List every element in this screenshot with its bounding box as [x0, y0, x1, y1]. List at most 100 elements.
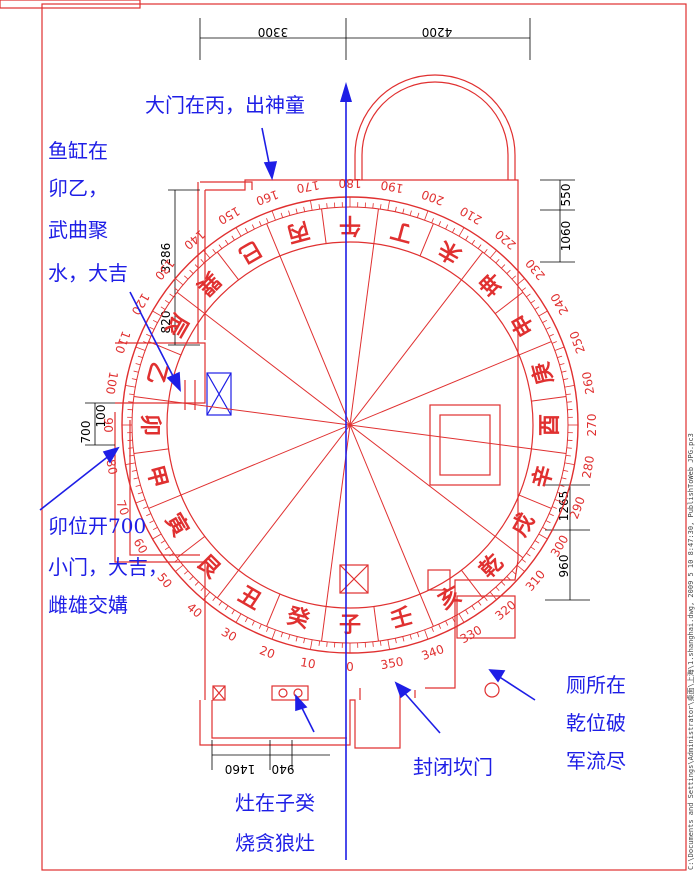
compass-tick [244, 617, 249, 623]
compass-tick [409, 634, 412, 640]
compass-degree-label: 40 [184, 600, 205, 621]
compass-tick [521, 287, 526, 292]
compass-degree-label: 210 [458, 204, 485, 228]
compass-tick [149, 326, 155, 330]
compass-degree-label: 170 [295, 178, 320, 196]
compass-degree-label: 340 [420, 642, 446, 663]
compass-tick [431, 218, 434, 224]
annotation-stove-line1: 灶在子癸 [235, 791, 315, 815]
compass-tick [565, 393, 571, 396]
compass-degree-label: 70 [113, 498, 131, 517]
annotation-main-door: 大门在丙，出神童 [145, 93, 305, 117]
compass-tick [212, 249, 217, 254]
compass-tick [251, 224, 255, 230]
floor-plan-walls [0, 0, 519, 749]
compass-tick [288, 634, 291, 640]
compass-tick [554, 499, 565, 504]
compass-degree-label: 310 [523, 567, 548, 594]
compass-tick [526, 293, 531, 298]
compass-sector-divider [176, 536, 206, 559]
compass-tick [318, 640, 321, 646]
dim-550: 550 [559, 184, 573, 207]
compass-tick [409, 210, 412, 216]
compass-tick [303, 638, 306, 644]
compass-tick [266, 218, 269, 224]
dim-960: 960 [557, 555, 571, 578]
compass-tick [530, 546, 536, 551]
compass-mountain-glyph: 申 [506, 309, 540, 341]
compass-tick [557, 491, 563, 495]
compass-tick [295, 208, 298, 214]
compass-tick [203, 250, 211, 259]
compass-sector-divider [216, 251, 239, 281]
compass-tick [164, 546, 170, 551]
compass-tick [458, 227, 465, 237]
compass-sector-divider [266, 593, 281, 627]
compass-tick [271, 629, 276, 640]
compass-tick [125, 462, 136, 465]
compass-tick [288, 210, 291, 216]
compass-degree-label: 20 [258, 643, 277, 661]
compass-mountain-glyph: 乙 [141, 359, 172, 387]
compass-tick [149, 520, 155, 524]
compass-degree-label: 130 [152, 256, 177, 283]
compass-tick [194, 581, 199, 586]
dim-1060: 1060 [559, 221, 573, 252]
compass-tick [506, 269, 511, 274]
compass-sector-divider [148, 341, 182, 356]
compass-degree-label: 100 [103, 370, 121, 395]
drawing-frame [41, 3, 687, 871]
annotation-toilet-line1: 厕所在 [566, 673, 626, 697]
compass-degree-label: 60 [131, 536, 151, 556]
compass-tick [471, 239, 476, 245]
compass-tick [521, 558, 526, 563]
compass-tick [174, 287, 179, 292]
compass-tick [564, 462, 575, 465]
compass-tick [251, 620, 255, 626]
compass-tick [175, 278, 184, 286]
compass-inner-ring [166, 241, 534, 609]
compass-tick [559, 363, 565, 366]
compass-tick [152, 319, 158, 324]
compass-tick [451, 227, 456, 233]
compass-tick [542, 526, 548, 531]
compass-tick [424, 629, 429, 640]
compass-tick [477, 244, 482, 249]
compass-tick [235, 227, 242, 237]
compass-tick [483, 596, 488, 601]
compass-sector-divider [266, 223, 281, 257]
compass-sector-divider [531, 396, 567, 402]
compass-tick [152, 310, 162, 317]
compass-sector-divider [461, 251, 484, 281]
compass-tick [379, 640, 382, 646]
compass-tick [424, 210, 429, 221]
compass-tick [451, 617, 456, 623]
compass-tick [394, 206, 397, 212]
compass-tick [131, 469, 137, 472]
compass-mountain-glyph: 卯 [137, 414, 163, 436]
compass-degree-label: 90 [101, 417, 115, 432]
compass-tick [445, 620, 449, 626]
compass-tick [511, 570, 516, 575]
compass-tick [133, 370, 139, 373]
compass-tick [129, 454, 135, 457]
compass-tick [271, 210, 276, 221]
compass-tick [483, 249, 488, 254]
compass-tick [489, 250, 497, 259]
compass-tick [372, 641, 374, 647]
compass-tick [548, 333, 554, 337]
compass-degree-label: 350 [380, 654, 405, 672]
compass-tick [143, 341, 149, 344]
compass-sector-divider [148, 494, 182, 509]
annotation-toilet-line3: 军流尽 [566, 749, 626, 773]
compass-tick [458, 613, 465, 623]
compass-tick [471, 605, 476, 611]
compass-tick [218, 244, 223, 249]
compass-degree-label: 280 [579, 455, 597, 480]
compass-degree-label: 80 [103, 458, 119, 475]
compass-sector-divider [419, 223, 434, 257]
compass-tick [538, 310, 548, 317]
annotation-stove-line2: 烧贪狼灶 [235, 831, 315, 855]
compass-tick [506, 576, 511, 581]
